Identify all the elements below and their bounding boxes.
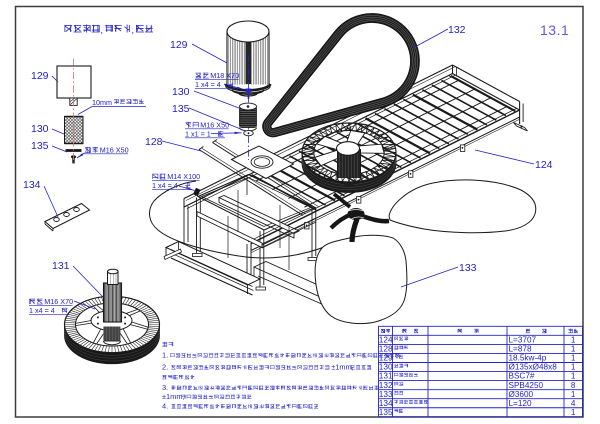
- svg-text:135: 135: [379, 407, 393, 417]
- svg-text:129: 129: [379, 353, 393, 363]
- svg-text:18.5kw-4p: 18.5kw-4p: [509, 354, 547, 363]
- svg-text:L=120: L=120: [509, 399, 532, 408]
- svg-text:13.1: 13.1: [540, 22, 569, 38]
- svg-text:1 x4 = 4: 1 x4 = 4: [29, 306, 55, 315]
- svg-text:M14 X100: M14 X100: [167, 172, 200, 181]
- svg-text:134: 134: [23, 179, 41, 191]
- svg-text:10mm: 10mm: [92, 98, 112, 107]
- svg-text:135: 135: [172, 103, 190, 115]
- svg-text:1 x4 = 4: 1 x4 = 4: [152, 181, 178, 190]
- svg-text:129: 129: [170, 39, 188, 51]
- svg-text:124: 124: [535, 159, 553, 171]
- svg-text:2.: 2.: [162, 363, 168, 372]
- svg-text:1: 1: [571, 363, 576, 372]
- svg-text:M16 X70: M16 X70: [44, 297, 73, 306]
- svg-text:1 x1 = 1: 1 x1 = 1: [185, 130, 211, 139]
- svg-text:3.: 3.: [162, 383, 168, 392]
- svg-text:8: 8: [571, 381, 576, 390]
- svg-text:133: 133: [379, 389, 393, 399]
- svg-text:128: 128: [379, 344, 393, 354]
- svg-text:L=3707: L=3707: [509, 336, 537, 345]
- svg-text:,: ,: [101, 25, 104, 35]
- svg-text:129: 129: [31, 70, 49, 82]
- svg-text:±1mm,: ±1mm,: [162, 392, 185, 401]
- svg-text:SPB4250: SPB4250: [509, 381, 544, 390]
- svg-text:134: 134: [379, 398, 393, 408]
- svg-text:1: 1: [571, 390, 576, 399]
- svg-text:124: 124: [379, 335, 393, 345]
- svg-text:133: 133: [459, 262, 477, 274]
- svg-text:BSC7#: BSC7#: [509, 372, 535, 381]
- svg-text:130: 130: [379, 362, 393, 372]
- svg-text:128: 128: [145, 136, 163, 148]
- svg-text:M16 X50: M16 X50: [100, 146, 129, 155]
- svg-text:1.: 1.: [162, 351, 168, 360]
- svg-text:4.: 4.: [162, 402, 168, 411]
- svg-text:,: ,: [132, 25, 135, 35]
- svg-text:131: 131: [379, 371, 393, 381]
- svg-text:132: 132: [379, 380, 393, 390]
- svg-text:L=878: L=878: [509, 345, 532, 354]
- svg-text:1: 1: [571, 345, 576, 354]
- svg-text:Ø3600: Ø3600: [509, 390, 534, 399]
- svg-text:131: 131: [52, 260, 70, 272]
- svg-text:M18 X70: M18 X70: [210, 71, 239, 80]
- svg-text:4: 4: [571, 399, 576, 408]
- svg-text:130: 130: [31, 123, 49, 135]
- svg-text:130: 130: [172, 86, 190, 98]
- svg-text:1: 1: [571, 408, 576, 417]
- svg-text:1: 1: [571, 354, 576, 363]
- svg-text:Ø135xØ48x8: Ø135xØ48x8: [509, 363, 558, 372]
- svg-text:1: 1: [571, 336, 576, 345]
- svg-text:1: 1: [571, 372, 576, 381]
- svg-text:1 x4 = 4: 1 x4 = 4: [195, 80, 221, 89]
- svg-text:±1mm,: ±1mm,: [331, 363, 354, 372]
- svg-text:135: 135: [31, 140, 49, 152]
- svg-text:M16 X50: M16 X50: [200, 121, 229, 130]
- svg-text:132: 132: [448, 24, 466, 36]
